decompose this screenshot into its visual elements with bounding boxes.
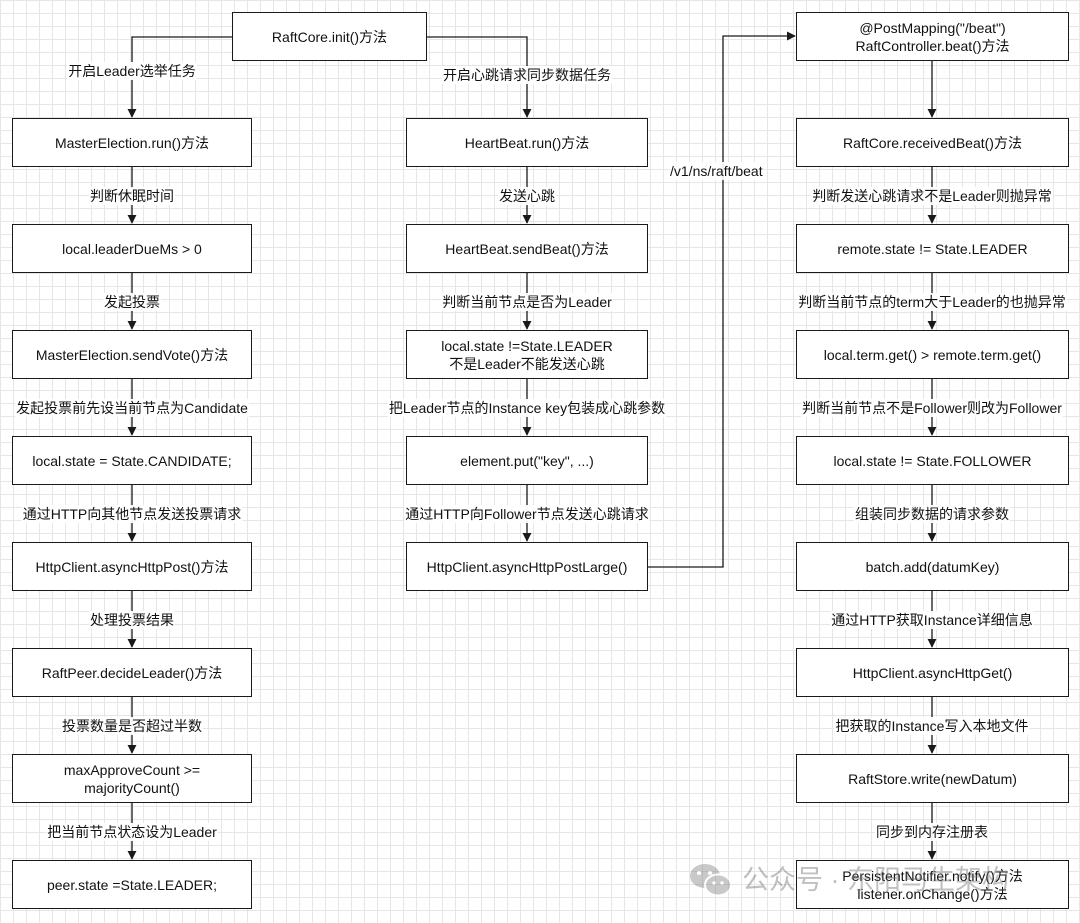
edge-post-large-to-beat (648, 31, 796, 568)
node-send-vote: MasterElection.sendVote()方法 (12, 330, 252, 379)
edge-label-left-5: 处理投票结果 (89, 611, 175, 629)
node-text-line: listener.onChange()方法 (857, 885, 1008, 902)
node-text-line: maxApproveCount >= (63, 761, 201, 778)
edge-label-right-1: 判断当前节点的term大于Leader的也抛异常 (797, 293, 1067, 311)
node-state-candidate: local.state = State.CANDIDATE; (12, 436, 252, 485)
node-batch-add: batch.add(datumKey) (796, 542, 1069, 591)
node-text-line: MasterElection.sendVote()方法 (35, 346, 229, 363)
edge-label-mid-3: 把Leader节点的Instance key包装成心跳参数 (387, 399, 667, 417)
node-heartbeat-sendbeat: HeartBeat.sendBeat()方法 (406, 224, 648, 273)
node-state-follower: local.state != State.FOLLOWER (796, 436, 1069, 485)
node-text-line: RaftStore.write(newDatum) (848, 770, 1017, 787)
node-element-put: element.put("key", ...) (406, 436, 648, 485)
node-text-line: local.state !=State.LEADER (441, 337, 613, 354)
node-masterelection-run: MasterElection.run()方法 (12, 118, 252, 167)
node-async-http-post: HttpClient.asyncHttpPost()方法 (12, 542, 252, 591)
node-text-line: PersistentNotifier.notify()方法 (842, 867, 1023, 884)
node-majority-count: maxApproveCount >=majorityCount() (12, 754, 252, 803)
node-text-line: local.state != State.FOLLOWER (833, 452, 1032, 469)
edge-label-right-4: 通过HTTP获取Instance详细信息 (830, 611, 1034, 629)
edge-init-to-election (127, 36, 232, 118)
node-text-line: element.put("key", ...) (460, 452, 594, 469)
edge-label-right-5: 把获取的Instance写入本地文件 (834, 717, 1030, 735)
node-text-line: RaftPeer.decideLeader()方法 (41, 664, 223, 681)
edge-label-left-4: 通过HTTP向其他节点发送投票请求 (21, 505, 243, 523)
node-leader-due-ms: local.leaderDueMs > 0 (12, 224, 252, 273)
node-text-line: peer.state =State.LEADER; (46, 876, 218, 893)
node-received-beat: RaftCore.receivedBeat()方法 (796, 118, 1069, 167)
node-text-line: local.leaderDueMs > 0 (62, 240, 202, 257)
edge-label-left-3: 发起投票前先设当前节点为Candidate (15, 399, 249, 417)
node-text-line: RaftCore.receivedBeat()方法 (843, 134, 1022, 151)
node-raftcontroller-beat: @PostMapping("/beat")RaftController.beat… (796, 12, 1069, 61)
edge-label-left-7: 把当前节点状态设为Leader (46, 823, 218, 841)
edge-label-right-2: 判断当前节点不是Follower则改为Follower (801, 399, 1063, 417)
node-text-line: batch.add(datumKey) (865, 558, 1000, 575)
node-async-http-post-large: HttpClient.asyncHttpPostLarge() (406, 542, 648, 591)
node-raftstore-write: RaftStore.write(newDatum) (796, 754, 1069, 803)
node-text-line: MasterElection.run()方法 (54, 134, 210, 151)
edge-label-left-0: 开启Leader选举任务 (67, 62, 197, 80)
node-text-line: HttpClient.asyncHttpPost()方法 (35, 558, 229, 575)
node-text-line: local.state = State.CANDIDATE; (32, 452, 232, 469)
route-label-beat-endpoint: /v1/ns/raft/beat (670, 162, 763, 180)
edge-label-mid-0: 开启心跳请求同步数据任务 (442, 66, 612, 84)
edge-label-mid-4: 通过HTTP向Follower节点发送心跳请求 (404, 505, 650, 523)
node-text-line: majorityCount() (84, 779, 180, 796)
edge-label-right-0: 判断发送心跳请求不是Leader则抛异常 (811, 187, 1053, 205)
node-remote-state-leader: remote.state != State.LEADER (796, 224, 1069, 273)
edge-label-right-6: 同步到内存注册表 (875, 823, 989, 841)
edge-init-to-heartbeat (427, 36, 532, 118)
node-text-line: HeartBeat.sendBeat()方法 (445, 240, 609, 257)
node-text-line: HttpClient.asyncHttpGet() (852, 664, 1013, 681)
edge-label-mid-1: 发送心跳 (498, 187, 556, 205)
edge-label-mid-2: 判断当前节点是否为Leader (441, 293, 613, 311)
node-peer-state-leader: peer.state =State.LEADER; (12, 860, 252, 909)
edge-label-left-1: 判断休眠时间 (89, 187, 175, 205)
edge-label-left-6: 投票数量是否超过半数 (61, 717, 203, 735)
node-text-line: remote.state != State.LEADER (837, 240, 1028, 257)
edge-label-right-3: 组装同步数据的请求参数 (854, 505, 1010, 523)
edge-label-left-2: 发起投票 (103, 293, 161, 311)
node-raftcore-init: RaftCore.init()方法 (232, 12, 427, 61)
node-async-http-get: HttpClient.asyncHttpGet() (796, 648, 1069, 697)
node-heartbeat-run: HeartBeat.run()方法 (406, 118, 648, 167)
node-text-line: 不是Leader不能发送心跳 (449, 355, 605, 372)
node-text-line: RaftController.beat()方法 (855, 37, 1010, 54)
node-term-compare: local.term.get() > remote.term.get() (796, 330, 1069, 379)
node-text-line: HeartBeat.run()方法 (464, 134, 590, 151)
node-text-line: @PostMapping("/beat") (859, 19, 1006, 36)
node-text-line: local.term.get() > remote.term.get() (823, 346, 1042, 363)
node-text-line: HttpClient.asyncHttpPostLarge() (426, 558, 628, 575)
node-text-line: RaftCore.init()方法 (271, 28, 388, 45)
node-decide-leader: RaftPeer.decideLeader()方法 (12, 648, 252, 697)
